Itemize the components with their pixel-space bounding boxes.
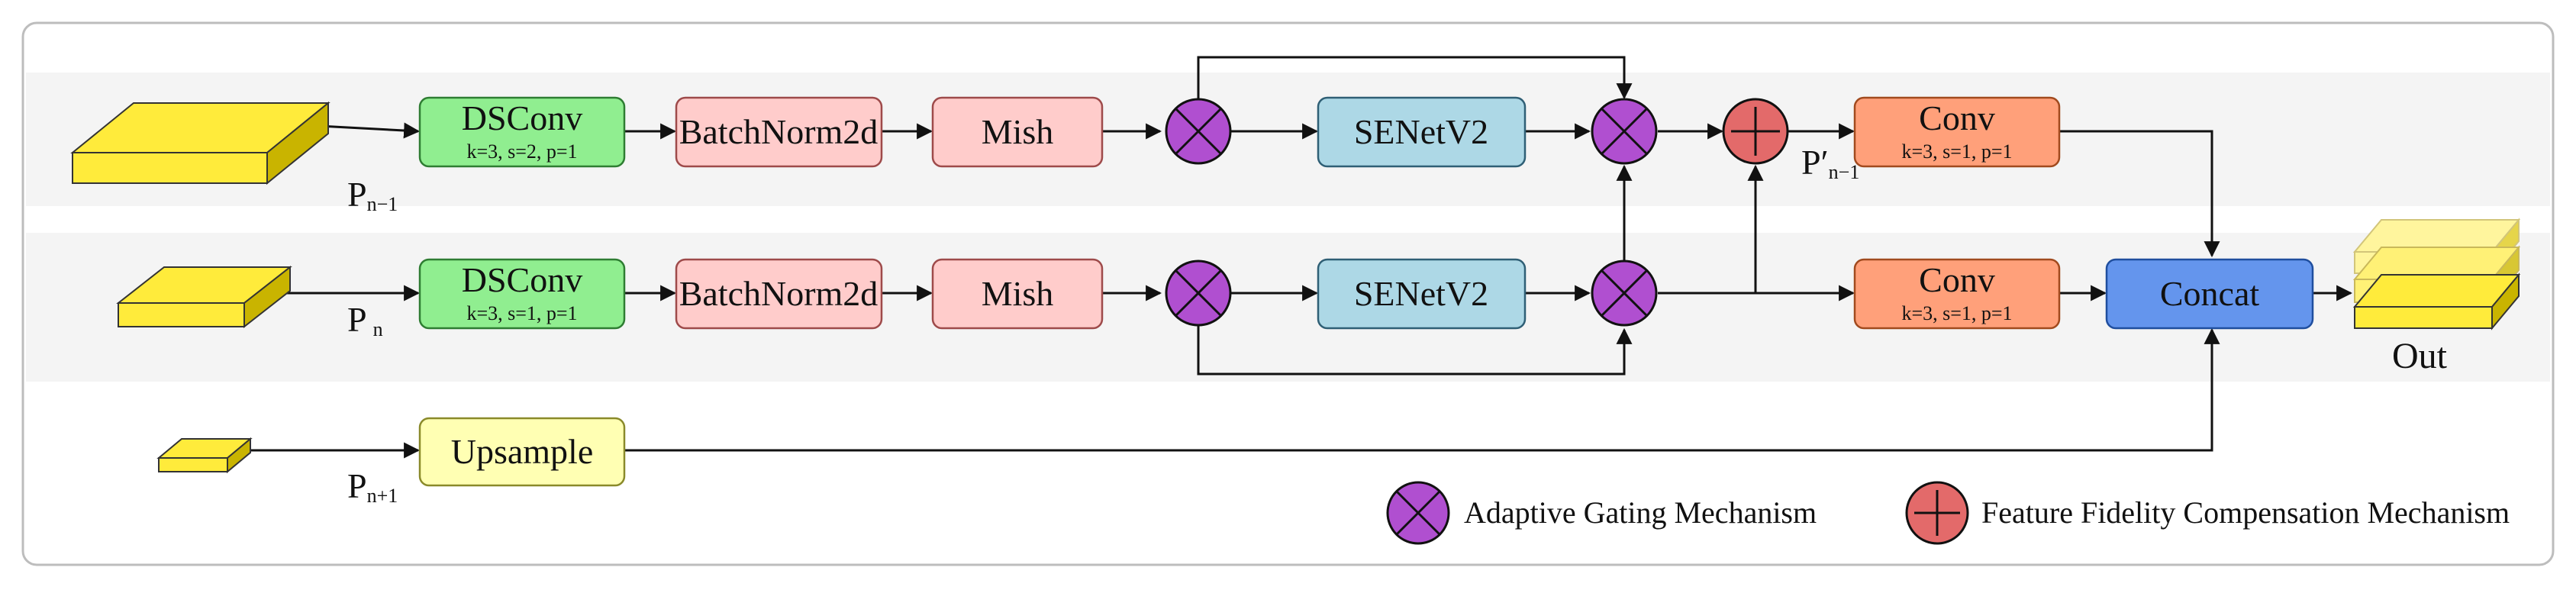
- gate-node-4: [1591, 260, 1658, 327]
- mish-2-label: Mish: [982, 274, 1054, 313]
- legend: Adaptive Gating Mechanism Feature Fideli…: [1386, 481, 2510, 545]
- batchnorm-2-label: BatchNorm2d: [679, 274, 879, 313]
- connections: [246, 56, 2353, 459]
- dsconv-1-params: k=3, s=2, p=1: [466, 140, 577, 163]
- legend-gating-label: Adaptive Gating Mechanism: [1464, 495, 1817, 530]
- feature-map-pnext: [156, 437, 253, 474]
- conv-1-params: k=3, s=1, p=1: [1901, 140, 2012, 163]
- concat-label: Concat: [2160, 274, 2260, 313]
- p-cur-sub: n: [373, 318, 383, 340]
- svg-text:Pn+1: Pn+1: [347, 466, 398, 507]
- block-dsconv-2: DSConv k=3, s=1, p=1: [418, 258, 626, 330]
- legend-fidelity-label: Feature Fidelity Compensation Mechanism: [1981, 495, 2510, 530]
- p-cur-main: P: [347, 300, 367, 339]
- block-upsample: Upsample: [418, 417, 626, 487]
- p-prev-main: P: [347, 175, 367, 214]
- block-dsconv-1: DSConv k=3, s=2, p=1: [418, 96, 626, 168]
- p-next-main: P: [347, 466, 367, 505]
- feature-map-pcur: [116, 265, 292, 329]
- block-senet-1: SENetV2: [1317, 96, 1527, 168]
- label-p-prime: P′n−1: [1801, 143, 1859, 183]
- p-prime-main: P′: [1801, 143, 1829, 182]
- legend-plus-icon: [1905, 481, 1969, 545]
- block-conv-1: Conv k=3, s=1, p=1: [1853, 96, 2061, 168]
- feature-map-pprev: [70, 101, 330, 185]
- svg-text:Pn: Pn: [347, 300, 383, 340]
- conv-2-label: Conv: [1919, 260, 1995, 299]
- p-next-sub: n+1: [367, 485, 398, 507]
- edge-gate3-bypass: [1197, 326, 1633, 376]
- upsample-label: Upsample: [451, 432, 594, 471]
- p-prime-sub: n−1: [1829, 161, 1860, 183]
- legend-gate-icon: [1386, 481, 1450, 545]
- label-p-next: Pn+1: [347, 466, 398, 507]
- p-prev-sub: n−1: [367, 193, 398, 215]
- senet-2-label: SENetV2: [1354, 274, 1488, 313]
- block-conv-2: Conv k=3, s=1, p=1: [1853, 258, 2061, 330]
- block-senet-2: SENetV2: [1317, 258, 1527, 330]
- block-mish-1: Mish: [931, 96, 1104, 168]
- output-feature-map: [2352, 218, 2521, 330]
- dsconv-2-label: DSConv: [462, 260, 582, 299]
- block-batchnorm-2: BatchNorm2d: [675, 258, 883, 330]
- label-p-prev: Pn−1: [347, 175, 398, 215]
- svg-text:P′n−1: P′n−1: [1801, 143, 1859, 183]
- gate-node-2: [1591, 98, 1658, 165]
- lane-band-top: [26, 73, 2550, 206]
- block-concat: Concat: [2105, 258, 2314, 330]
- mish-1-label: Mish: [982, 112, 1054, 151]
- conv-1-label: Conv: [1919, 98, 1995, 137]
- edge-pprev-dsconv1: [318, 122, 421, 139]
- senet-1-label: SENetV2: [1354, 112, 1488, 151]
- block-mish-2: Mish: [931, 258, 1104, 330]
- edge-conv1-concat: [2059, 130, 2220, 258]
- block-batchnorm-1: BatchNorm2d: [675, 96, 883, 168]
- dsconv-2-params: k=3, s=1, p=1: [466, 302, 577, 324]
- gate-node-3: [1165, 260, 1232, 327]
- dsconv-1-label: DSConv: [462, 98, 582, 137]
- dsconv-1-box: [418, 96, 626, 168]
- plus-node: [1722, 98, 1789, 165]
- gate-node-1: [1165, 98, 1232, 165]
- edge-gate1-bypass: [1197, 56, 1633, 100]
- output-label: Out: [2392, 336, 2448, 376]
- edge-upsample-concat: [624, 327, 2220, 452]
- batchnorm-1-label: BatchNorm2d: [679, 112, 879, 151]
- conv-2-params: k=3, s=1, p=1: [1901, 302, 2012, 324]
- svg-text:Pn−1: Pn−1: [347, 175, 398, 215]
